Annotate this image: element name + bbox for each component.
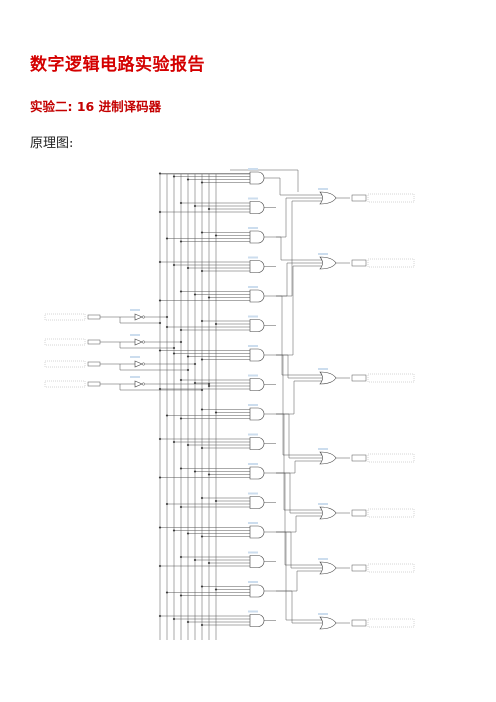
input-pin <box>44 360 101 368</box>
decoder-schematic <box>44 168 415 640</box>
schematic-label: 原理图: <box>30 136 74 151</box>
and-gate <box>248 374 265 391</box>
output-pin <box>351 618 415 628</box>
output-pin <box>351 193 415 203</box>
or-gate <box>318 368 337 385</box>
or-gate <box>318 558 337 575</box>
output-pin <box>351 258 415 268</box>
and-gate <box>248 345 265 362</box>
output-pin <box>351 563 415 573</box>
output-pins <box>351 193 415 628</box>
or-gate <box>318 253 337 270</box>
and-gate <box>248 522 265 539</box>
and-gate <box>248 227 265 244</box>
schematic-wires <box>100 169 350 640</box>
input-pin <box>44 338 101 346</box>
output-pin <box>351 453 415 463</box>
and-gate <box>248 168 265 185</box>
and-gate <box>248 492 265 509</box>
or-gate <box>318 503 337 520</box>
output-pin <box>351 508 415 518</box>
and-gate <box>248 315 265 332</box>
and-gate <box>248 197 265 214</box>
or-gate <box>318 448 337 465</box>
and-gate <box>248 286 265 303</box>
not-gate <box>130 309 145 321</box>
section-heading: 实验二: 16 进制译码器 <box>30 99 162 114</box>
and-gate <box>248 581 265 598</box>
not-gate <box>130 376 145 388</box>
not-gate <box>130 356 145 368</box>
logic-gates <box>130 168 337 630</box>
input-pin <box>44 380 101 388</box>
not-gate <box>130 334 145 346</box>
or-gate <box>318 613 337 630</box>
output-pin <box>351 373 415 383</box>
and-gate <box>248 610 265 627</box>
and-gate <box>248 256 265 273</box>
page-title: 数字逻辑电路实验报告 <box>30 55 205 75</box>
and-gate <box>248 463 265 480</box>
input-pin <box>44 313 101 321</box>
and-gate <box>248 433 265 450</box>
and-gate <box>248 551 265 568</box>
input-pins <box>44 313 101 388</box>
or-gate <box>318 188 337 205</box>
and-gate <box>248 404 265 421</box>
